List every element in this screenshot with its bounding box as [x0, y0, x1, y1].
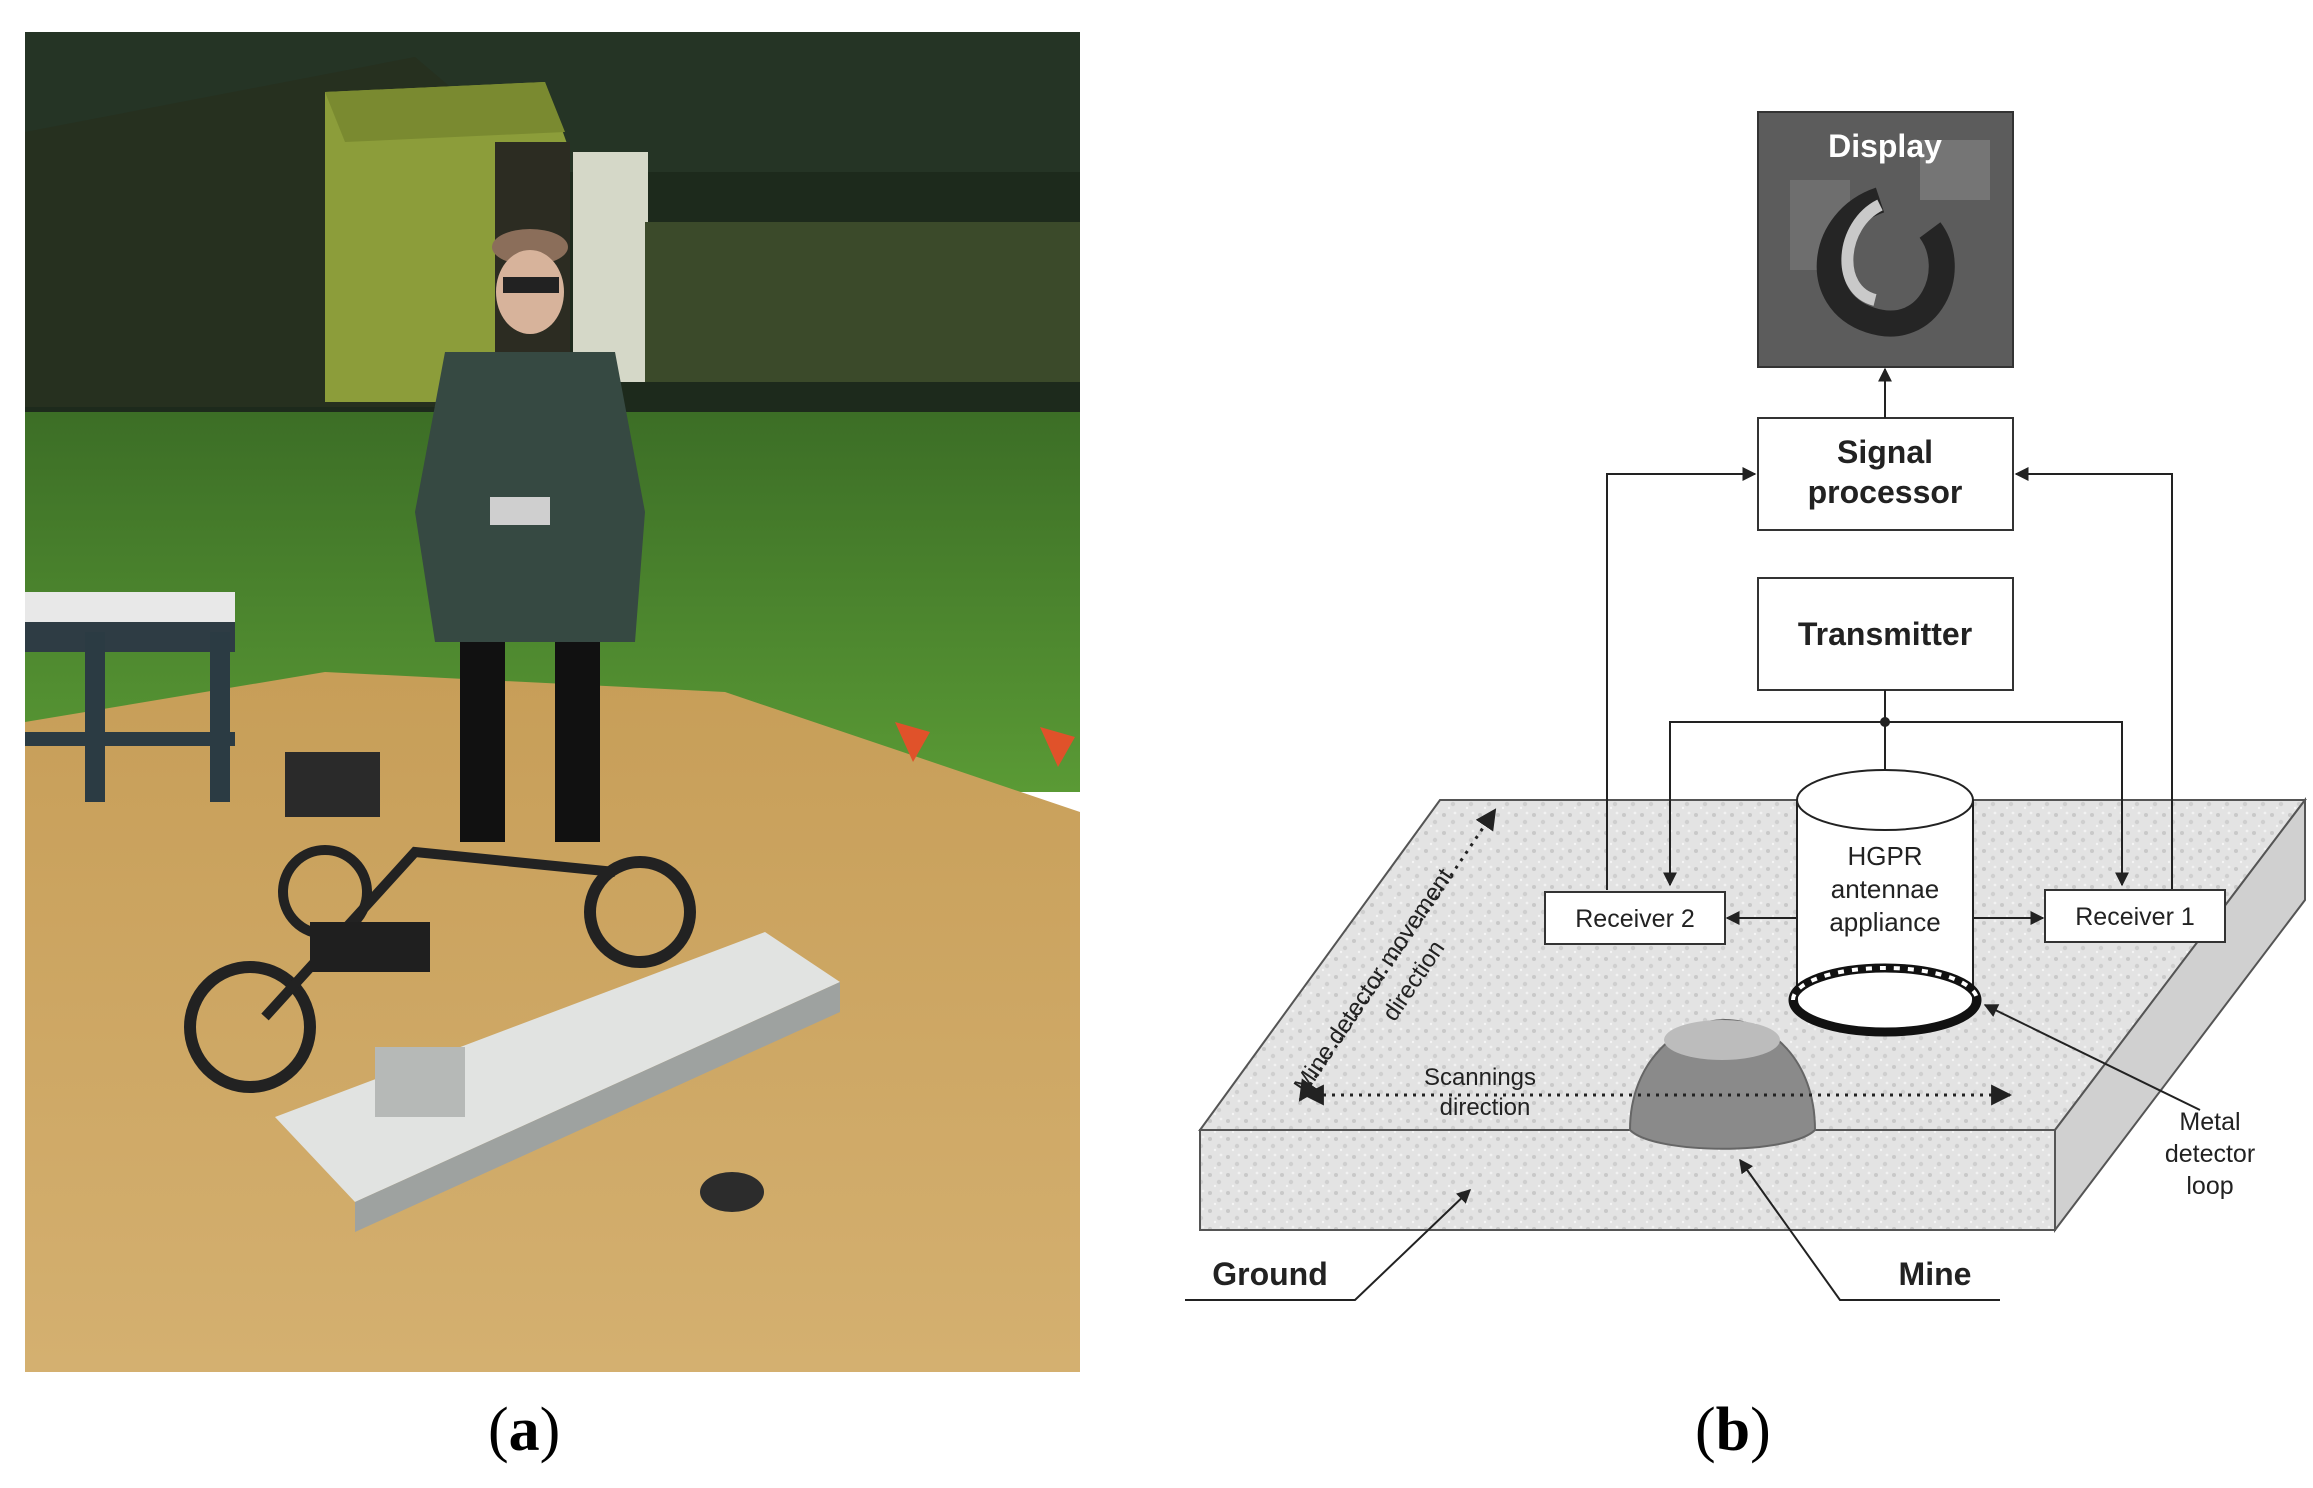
receiver-feedback-lines [1606, 467, 2173, 890]
metal-loop-leader [1983, 1004, 2201, 1111]
mine-shape [1628, 1018, 1817, 1150]
receiver-1-box: Receiver 1 [2044, 889, 2226, 943]
detector-diagram: Display Signal processor Transmitter HGP… [1185, 111, 2308, 1301]
marker-flag [1040, 727, 1075, 767]
marker-flag [895, 722, 930, 762]
metal-label-line1: Metal [2179, 1108, 2240, 1136]
scanning-label-line2: direction [1440, 1094, 1531, 1121]
display-label: Display [1828, 128, 1942, 164]
caption-b: (b) [1695, 1396, 1771, 1464]
field-hut [25, 57, 1080, 407]
operator-person [415, 229, 645, 842]
hgpr-antenna-cylinder: HGPR antennae appliance [1788, 769, 1982, 1037]
ground-label: Ground [1212, 1256, 1328, 1292]
ground-leader [1185, 1189, 1472, 1301]
scanning-label-line1: Scannings [1424, 1064, 1536, 1091]
detector-cart [184, 752, 696, 1093]
caption-a: (a) [488, 1396, 561, 1464]
mine-object [700, 1172, 764, 1212]
receiver-2-label: Receiver 2 [1575, 905, 1695, 933]
signal-processor-label-line2: processor [1808, 474, 1963, 510]
field-photo [25, 32, 1080, 1372]
metal-label-line3: loop [2186, 1172, 2233, 1200]
receiver-2-box: Receiver 2 [1544, 891, 1726, 945]
mine-leader [1739, 1158, 2000, 1301]
antenna-rail [275, 932, 840, 1232]
transmitter-label: Transmitter [1798, 616, 1972, 652]
mine-label: Mine [1899, 1256, 1972, 1292]
transmitter-box: Transmitter [1757, 577, 2014, 691]
antenna-label-line3: appliance [1829, 907, 1940, 937]
antenna-label-line1: HGPR [1847, 841, 1922, 871]
metal-label-line2: detector [2165, 1140, 2255, 1168]
receiver-1-label: Receiver 1 [2075, 903, 2195, 931]
signal-processor-box: Signal processor [1757, 417, 2014, 531]
antenna-label-line2: antennae [1831, 874, 1939, 904]
display-box: Display [1757, 111, 2014, 368]
signal-processor-label-line1: Signal [1837, 434, 1933, 470]
equipment-table [25, 592, 235, 802]
